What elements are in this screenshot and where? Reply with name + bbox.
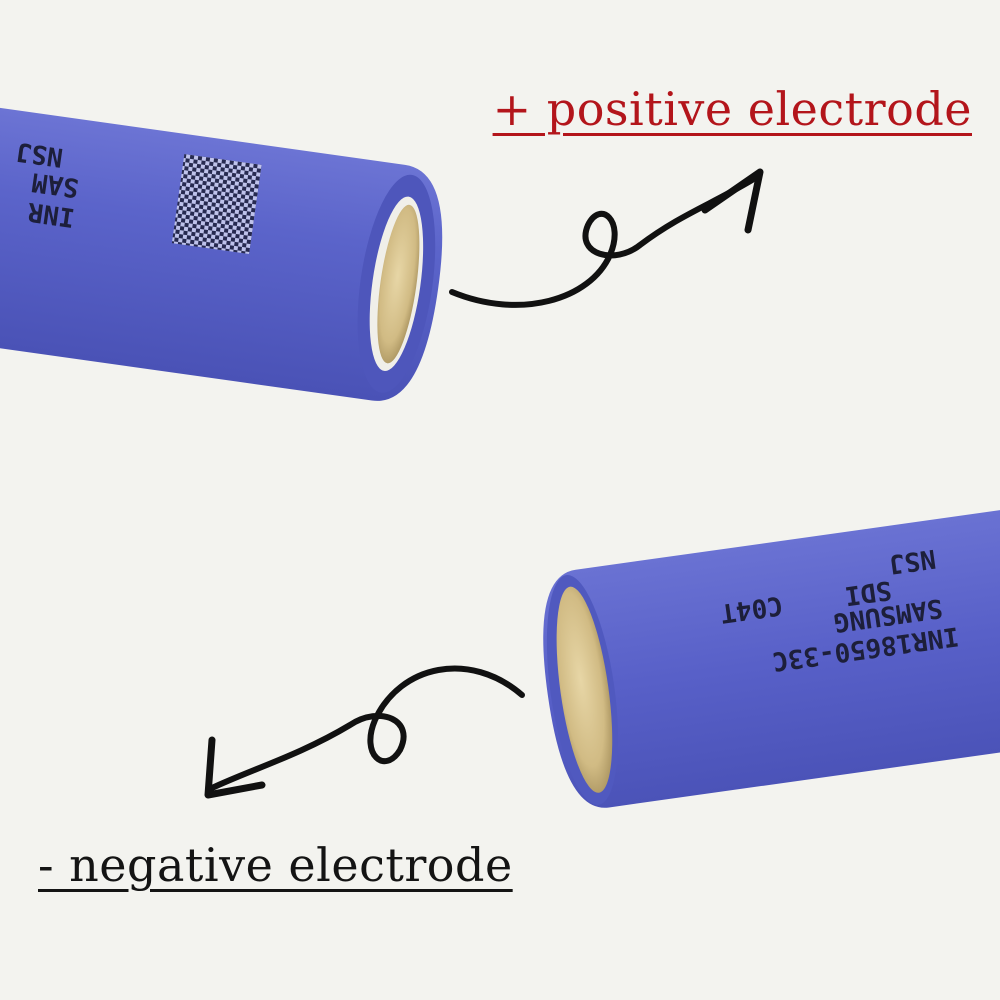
battery-top-text-3: NSJ [14, 136, 65, 172]
positive-electrode-label: + positive electrode [492, 82, 972, 136]
battery-top-text-1: INR [26, 196, 77, 232]
datamatrix-code [171, 154, 262, 254]
battery-bottom-body [543, 501, 1000, 808]
curly-arrow-icon [204, 665, 525, 799]
battery-bottom-text-3: SDI [843, 574, 894, 610]
battery-top: INR SAM NSJ [0, 102, 443, 401]
battery-bottom: INR18650-33C SAMSUNG SDI C04T NSJ [543, 501, 1000, 808]
negative-terminal [556, 586, 613, 793]
battery-bottom-text-5: NSJ [887, 543, 938, 579]
battery-top-text-2: SAM [30, 166, 81, 202]
curly-arrow-icon [449, 168, 764, 308]
positive-terminal [377, 204, 420, 364]
battery-top-body [0, 102, 443, 401]
negative-electrode-label: - negative electrode [38, 838, 513, 892]
